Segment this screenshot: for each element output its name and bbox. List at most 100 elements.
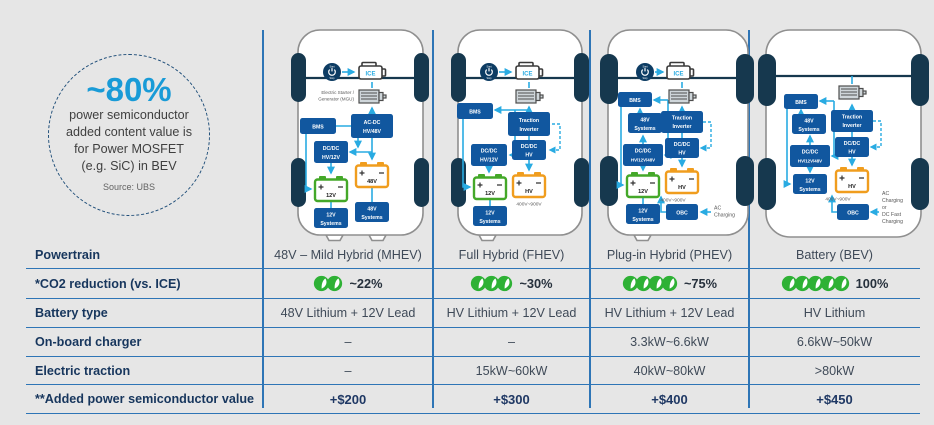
charging-label: Charging	[882, 219, 903, 225]
ice-engine-icon: ICE	[666, 61, 695, 80]
mgu-label: Generator (MGU)	[318, 97, 354, 102]
svg-text:12V: 12V	[485, 211, 495, 217]
battery-12v-icon: 12V	[625, 172, 661, 199]
svg-text:12V: 12V	[326, 193, 336, 199]
callout-text: (e.g. SiC) in BEV	[81, 159, 177, 173]
leaf-icons	[470, 275, 513, 292]
svg-text:Stop: Stop	[487, 77, 493, 80]
cell: HV Lithium + 12V Lead	[446, 306, 577, 320]
row-label: **Added power semiconductor value	[35, 392, 255, 406]
column-separator-3	[589, 30, 591, 408]
svg-text:ICE: ICE	[522, 72, 532, 78]
table-row-co2: *CO2 reduction (vs. ICE) ~22% ~30% ~75% …	[26, 269, 920, 299]
start-stop-icon: Start Stop	[323, 63, 341, 81]
dcdc-hv-box: DC/DC HV	[665, 138, 699, 158]
hv-range-label: 400V~900V	[825, 197, 851, 203]
svg-text:Inverter: Inverter	[519, 127, 538, 133]
charging-label: or	[882, 205, 887, 211]
svg-text:BMS: BMS	[795, 100, 807, 106]
svg-text:Systems: Systems	[634, 126, 655, 132]
exhaust-icon	[477, 234, 498, 242]
cell: 40kW~80kW	[633, 363, 706, 378]
svg-text:OBC: OBC	[676, 211, 688, 217]
svg-text:Traction: Traction	[842, 115, 862, 121]
leaf-icon	[327, 275, 343, 292]
table-row-battery-type: Battery type 48V Lithium + 12V Lead HV L…	[26, 299, 920, 328]
svg-text:12V: 12V	[485, 191, 495, 197]
battery-12v-icon: 12V	[313, 176, 349, 203]
cell: Battery (BEV)	[796, 248, 873, 262]
obc-box: OBC	[837, 204, 869, 220]
leaf-icon	[661, 275, 678, 292]
svg-text:48V: 48V	[367, 179, 377, 185]
cell: +$200	[329, 391, 367, 407]
dcdc-converter-box: DC/DC HV/12V/48V	[790, 145, 830, 167]
systems-48v-box: 48V Systems	[792, 114, 826, 134]
ac-charging-label: Charging	[714, 213, 735, 219]
svg-text:DC/DC: DC/DC	[802, 150, 819, 156]
cell: 15kW~60kW	[475, 363, 548, 378]
battery-hv-icon: HV	[664, 168, 700, 195]
svg-text:48V: 48V	[367, 207, 377, 213]
bms-box: BMS	[618, 92, 652, 107]
leaf-icon	[807, 275, 823, 292]
cell: –	[344, 335, 352, 349]
wheel-icon	[758, 158, 776, 210]
systems-12v-box: 12V Systems	[314, 208, 348, 228]
svg-text:HV/12V/48V: HV/12V/48V	[798, 159, 822, 164]
cell: ~75%	[590, 275, 749, 292]
svg-text:DC/DC: DC/DC	[323, 146, 340, 152]
wheel-icon	[414, 158, 429, 207]
systems-12v-box: 12V Systems	[626, 204, 660, 224]
cell: ~22%	[263, 275, 433, 292]
wheel-icon	[600, 54, 618, 104]
wheel-icon	[911, 54, 929, 106]
leaf-icon	[648, 275, 665, 292]
bms-box: BMS	[457, 103, 493, 119]
ice-engine-icon: ICE	[358, 61, 387, 80]
exhaust-icon	[324, 234, 345, 242]
svg-text:HV/12V: HV/12V	[322, 155, 340, 161]
svg-text:Start: Start	[329, 65, 334, 68]
obc-box: OBC	[666, 204, 698, 220]
traction-inverter-box: Traction Inverter	[661, 111, 703, 133]
charging-label: DC Fast	[882, 212, 902, 218]
svg-text:12V: 12V	[638, 209, 648, 215]
leaf-icons	[313, 275, 343, 292]
svg-text:HV/12V: HV/12V	[480, 158, 498, 164]
svg-text:DC/DC: DC/DC	[844, 141, 861, 147]
table-row-traction: Electric traction – 15kW~60kW 40kW~80kW …	[26, 357, 920, 385]
svg-text:Inverter: Inverter	[842, 123, 861, 129]
mgu-label: Electric Starter /	[321, 90, 354, 95]
cell: 48V – Mild Hybrid (MHEV)	[274, 248, 422, 262]
cell: 100%	[749, 275, 920, 292]
leaf-icon	[794, 275, 810, 292]
leaf-icon	[635, 275, 652, 292]
column-separator-2	[432, 30, 434, 408]
systems-12v-box: 12V Systems	[793, 174, 827, 194]
cell: +$300	[493, 391, 530, 407]
cell: Full Hybrid (FHEV)	[458, 248, 565, 262]
wheel-icon	[291, 158, 306, 207]
svg-text:Systems: Systems	[798, 127, 819, 133]
table-row-powertrain: Powertrain 48V – Mild Hybrid (MHEV) Full…	[26, 242, 920, 269]
car-diagram-fhev: Start Stop ICE BMS Traction Inverter	[451, 29, 589, 242]
row-label: Powertrain	[35, 248, 101, 262]
cell: HV Lithium	[803, 306, 866, 320]
start-stop-icon: Start Stop	[636, 63, 654, 81]
wheel-icon	[758, 54, 776, 106]
cell: –	[344, 363, 352, 378]
leaf-icons	[781, 275, 850, 292]
motor-icon	[515, 89, 544, 104]
row-label: Battery type	[35, 306, 108, 320]
ac-charging-label: AC	[714, 206, 721, 212]
cell: ~30%	[433, 275, 590, 292]
dcdc-converter-box: DC/DC HV/12V/48V	[623, 144, 663, 166]
wheel-icon	[451, 53, 466, 102]
callout-bubble: ~80% power semiconductor added content v…	[48, 54, 210, 216]
callout-text: power semiconductor	[69, 108, 189, 122]
wheel-icon	[911, 158, 929, 210]
svg-text:BMS: BMS	[312, 125, 324, 131]
svg-text:Start: Start	[486, 65, 491, 68]
